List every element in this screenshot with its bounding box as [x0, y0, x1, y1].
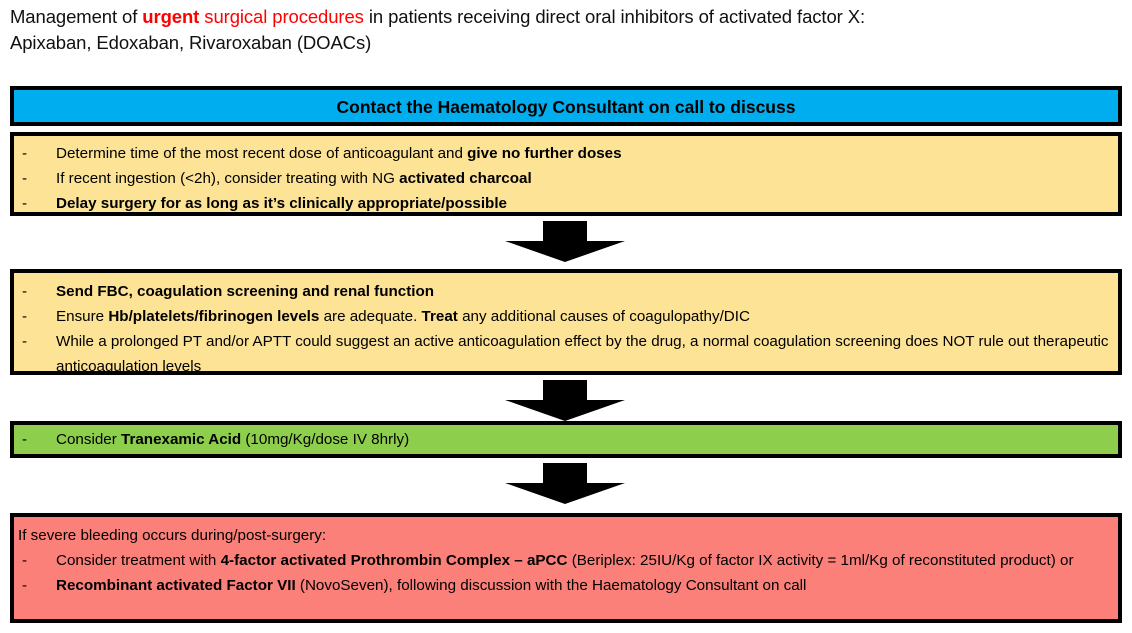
list-item: - Determine time of the most recent dose …	[14, 141, 1118, 166]
bullet-text: Determine time of the most recent dose o…	[56, 145, 468, 162]
bullet-marker: -	[22, 145, 28, 162]
list-item: - Consider Tranexamic Acid (10mg/Kg/dose …	[14, 427, 1118, 452]
arrow-down-icon	[505, 463, 625, 504]
bullet-text: If recent ingestion (<2h), consider trea…	[56, 170, 400, 187]
list-item: - While a prolonged PT and/or APTT could …	[14, 329, 1118, 375]
page-title: Management of urgent surgical procedures…	[10, 4, 1120, 56]
step4-box: If severe bleeding occurs during/post-su…	[10, 513, 1122, 623]
step1-box: - Determine time of the most recent dose …	[10, 132, 1122, 216]
title-text-part3: in patients receiving direct oral inhibi…	[363, 6, 866, 27]
bullet-text-bold: Hb/platelets/fibrinogen levels	[108, 308, 320, 325]
bullet-text-bold: Treat	[421, 308, 458, 325]
title-text-part1: Management of	[10, 6, 143, 27]
list-item: - Consider treatment with 4-factor activa…	[14, 548, 1118, 573]
bullet-text: (10mg/Kg/dose IV 8hrly)	[241, 431, 410, 448]
bullet-text-bold: Send FBC, coagulation screening and rena…	[56, 283, 435, 300]
bullet-text: Ensure	[56, 308, 109, 325]
step3-bullet-list: - Consider Tranexamic Acid (10mg/Kg/dose …	[14, 425, 1118, 452]
bullet-text: are adequate.	[319, 308, 422, 325]
bullet-marker: -	[22, 552, 28, 569]
bullet-text-bold: 4-factor activated Prothrombin Complex –…	[220, 552, 568, 569]
list-item: - If recent ingestion (<2h), consider tre…	[14, 166, 1118, 191]
bullet-text: (NovoSeven), following discussion with t…	[295, 577, 807, 594]
step3-box: - Consider Tranexamic Acid (10mg/Kg/dose …	[10, 421, 1122, 458]
bullet-marker: -	[22, 333, 28, 350]
bullet-marker: -	[22, 283, 28, 300]
bullet-text: While a prolonged PT and/or APTT could s…	[56, 333, 1109, 375]
list-item: - Send FBC, coagulation screening and ren…	[14, 279, 1118, 304]
bullet-marker: -	[22, 195, 28, 212]
contact-haematology-banner[interactable]: Contact the Haematology Consultant on ca…	[10, 86, 1122, 126]
list-item: - Recombinant activated Factor VII (NovoS…	[14, 573, 1118, 598]
bullet-marker: -	[22, 308, 28, 325]
step1-bullet-list: - Determine time of the most recent dose …	[14, 136, 1118, 212]
title-subline: Apixaban, Edoxaban, Rivaroxaban (DOACs)	[10, 32, 372, 53]
bullet-text: Consider	[56, 431, 121, 448]
bullet-text-bold: Tranexamic Acid	[121, 431, 242, 448]
bullet-text: Consider treatment with	[56, 552, 221, 569]
step2-box: - Send FBC, coagulation screening and ren…	[10, 269, 1122, 375]
step2-bullet-list: - Send FBC, coagulation screening and ren…	[14, 273, 1118, 375]
bullet-text-bold: Recombinant activated Factor VII	[56, 577, 296, 594]
list-item: - Delay surgery for as long as it’s clini…	[14, 191, 1118, 212]
bullet-text-bold: Delay surgery for as long as it’s clinic…	[56, 195, 507, 212]
bullet-marker: -	[22, 170, 28, 187]
banner-label: Contact the Haematology Consultant on ca…	[336, 97, 796, 117]
title-highlight-procedures: surgical procedures	[199, 6, 364, 27]
list-item: - Ensure Hb/platelets/fibrinogen levels a…	[14, 304, 1118, 329]
bullet-text: any additional causes of coagulopathy/DI…	[457, 308, 750, 325]
arrow-down-icon	[505, 380, 625, 421]
bullet-text: (Beriplex: 25IU/Kg of factor IX activity…	[567, 552, 1074, 569]
bullet-marker: -	[22, 431, 28, 448]
step4-bullet-list: - Consider treatment with 4-factor activa…	[14, 548, 1118, 598]
step4-intro: If severe bleeding occurs during/post-su…	[18, 527, 327, 544]
bullet-text-bold: give no further doses	[467, 145, 622, 162]
bullet-marker: -	[22, 577, 28, 594]
bullet-text-bold: activated charcoal	[399, 170, 532, 187]
title-highlight-urgent: urgent	[142, 6, 200, 27]
arrow-down-icon	[505, 221, 625, 262]
